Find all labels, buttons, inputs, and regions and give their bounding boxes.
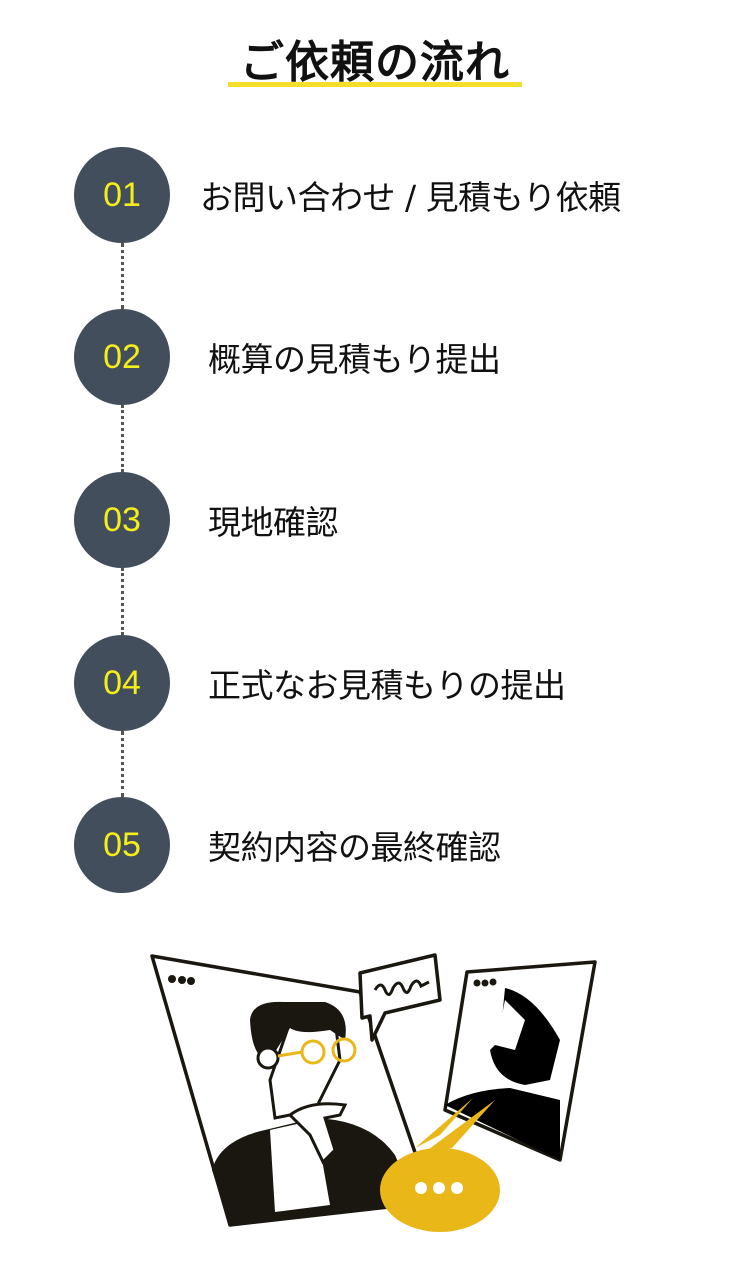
step-number-badge: 01 <box>74 147 170 243</box>
video-call-illustration <box>150 953 597 1232</box>
step-3: 03 現地確認 <box>0 472 750 568</box>
step-number-badge: 02 <box>74 309 170 405</box>
title-underline <box>228 82 522 87</box>
step-connector <box>121 243 124 309</box>
step-number-badge: 03 <box>74 472 170 568</box>
step-4: 04 正式なお見積もりの提出 <box>0 635 750 731</box>
step-label: 現地確認 <box>208 503 339 542</box>
step-connector <box>121 405 124 472</box>
step-5: 05 契約内容の最終確認 <box>0 797 750 893</box>
step-label: 契約内容の最終確認 <box>208 828 501 867</box>
step-connector <box>121 568 124 635</box>
step-2: 02 概算の見積もり提出 <box>0 309 750 405</box>
step-label: 概算の見積もり提出 <box>208 340 501 379</box>
page-title: ご依頼の流れ <box>240 37 510 88</box>
step-number-badge: 05 <box>74 797 170 893</box>
step-label: 正式なお見積もりの提出 <box>208 666 566 705</box>
step-label: お問い合わせ / 見積もり依頼 <box>200 178 621 217</box>
step-connector <box>121 731 124 797</box>
step-1: 01 お問い合わせ / 見積もり依頼 <box>0 147 750 243</box>
step-number-badge: 04 <box>74 635 170 731</box>
